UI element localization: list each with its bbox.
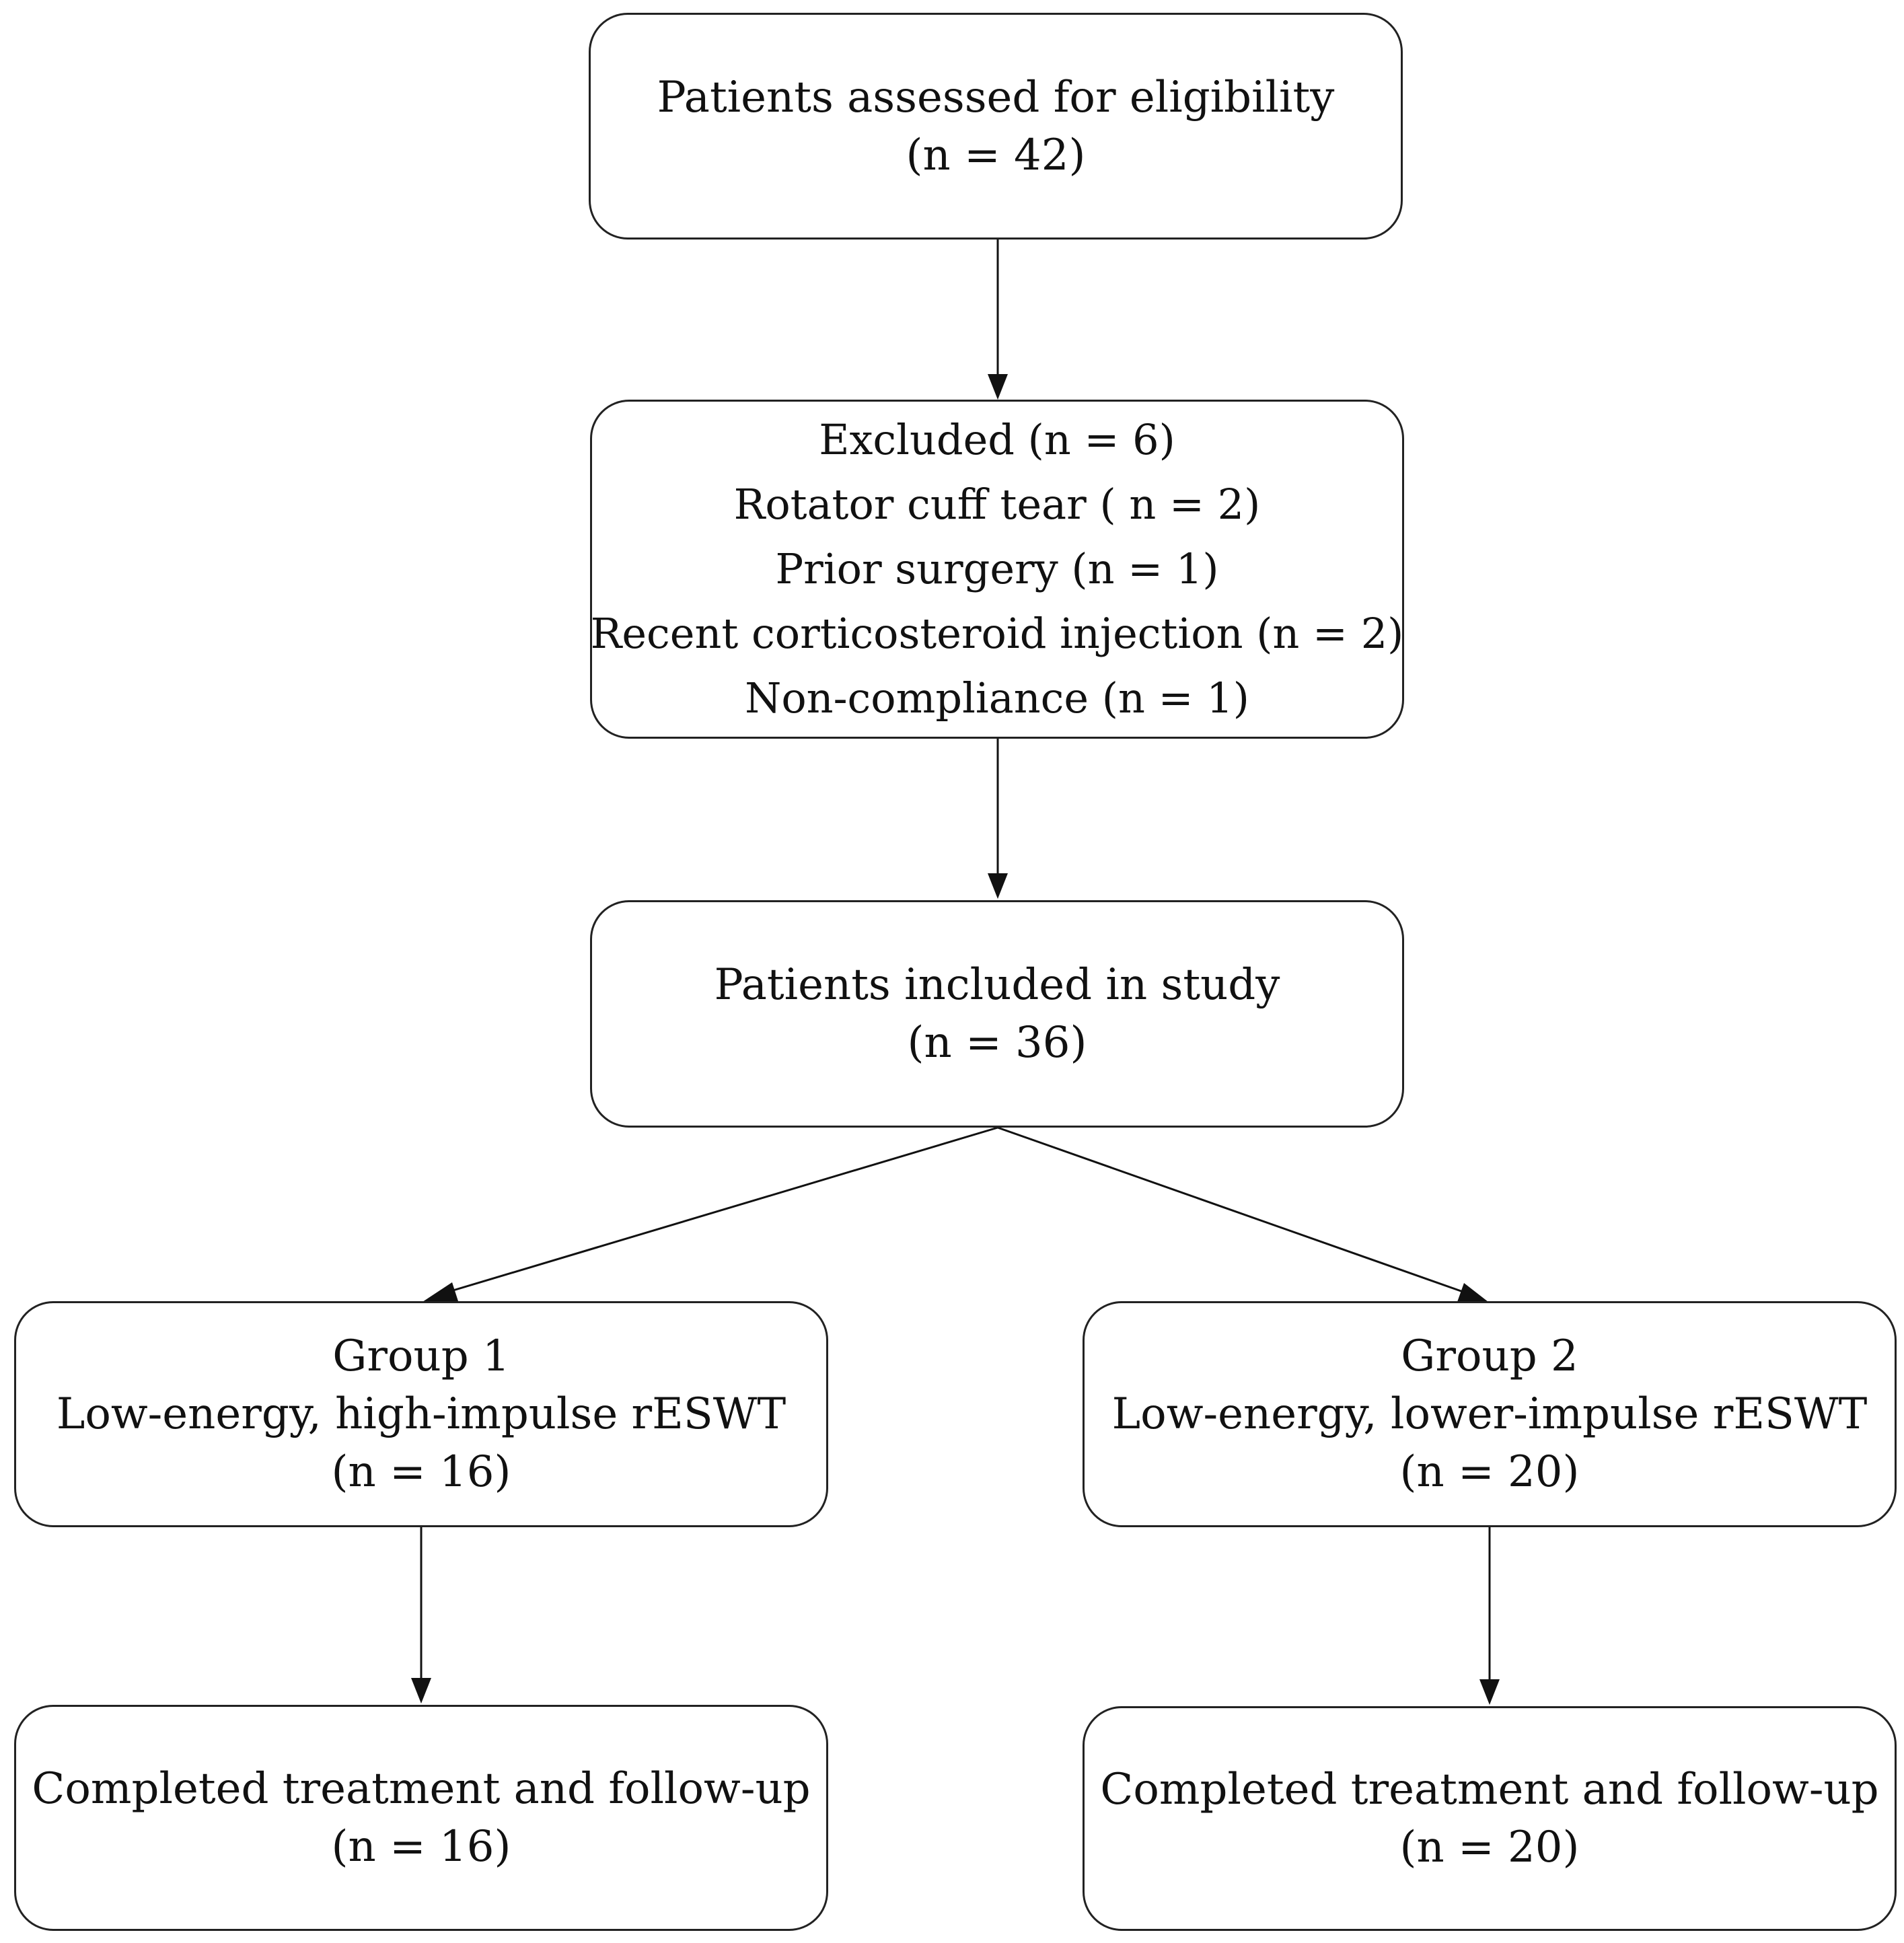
arrowhead-included-to-group1 <box>423 1282 458 1302</box>
completed1-count: (n = 16) <box>331 1822 511 1872</box>
arrowhead-group1-to-completed1 <box>411 1678 431 1703</box>
group1-box: Group 1 Low-energy, high-impulse rESWT (… <box>14 1301 828 1527</box>
arrow-included-to-group2 <box>997 1126 1467 1294</box>
excluded-box: Excluded (n = 6) Rotator cuff tear ( n =… <box>590 400 1404 739</box>
excluded-reason-noncompliance: Non-compliance (n = 1) <box>745 673 1249 723</box>
arrowhead-excluded-to-included <box>988 873 1008 899</box>
group2-title: Group 2 <box>1401 1331 1578 1381</box>
arrow-included-to-group1 <box>443 1126 998 1294</box>
arrowhead-assessed-to-excluded <box>988 374 1008 400</box>
excluded-reason-corticosteroid: Recent corticosteroid injection (n = 2) <box>590 609 1404 658</box>
group1-title: Group 1 <box>332 1331 510 1381</box>
group2-treatment: Low-energy, lower-impulse rESWT <box>1111 1389 1868 1439</box>
included-box: Patients included in study (n = 36) <box>590 900 1404 1128</box>
group1-count: (n = 16) <box>331 1447 511 1497</box>
completed2-box: Completed treatment and follow-up (n = 2… <box>1083 1706 1897 1931</box>
completed1-box: Completed treatment and follow-up (n = 1… <box>14 1705 828 1931</box>
included-title: Patients included in study <box>714 960 1280 1010</box>
completed2-title: Completed treatment and follow-up <box>1100 1765 1879 1814</box>
assessed-box: Patients assessed for eligibility (n = 4… <box>589 13 1403 240</box>
assessed-count: (n = 42) <box>906 130 1086 180</box>
excluded-reason-prior-surgery: Prior surgery (n = 1) <box>775 544 1219 593</box>
excluded-reason-rotator-cuff: Rotator cuff tear ( n = 2) <box>733 480 1261 529</box>
group1-treatment: Low-energy, high-impulse rESWT <box>56 1389 786 1439</box>
arrowhead-included-to-group2 <box>1457 1283 1488 1302</box>
excluded-title: Excluded (n = 6) <box>819 415 1175 464</box>
group2-count: (n = 20) <box>1399 1447 1580 1497</box>
completed2-count: (n = 20) <box>1399 1823 1580 1872</box>
completed1-title: Completed treatment and follow-up <box>32 1764 811 1814</box>
assessed-title: Patients assessed for eligibility <box>657 72 1335 122</box>
group2-box: Group 2 Low-energy, lower-impulse rESWT … <box>1083 1301 1897 1527</box>
included-count: (n = 36) <box>907 1018 1087 1068</box>
arrowhead-group2-to-completed2 <box>1479 1679 1500 1705</box>
